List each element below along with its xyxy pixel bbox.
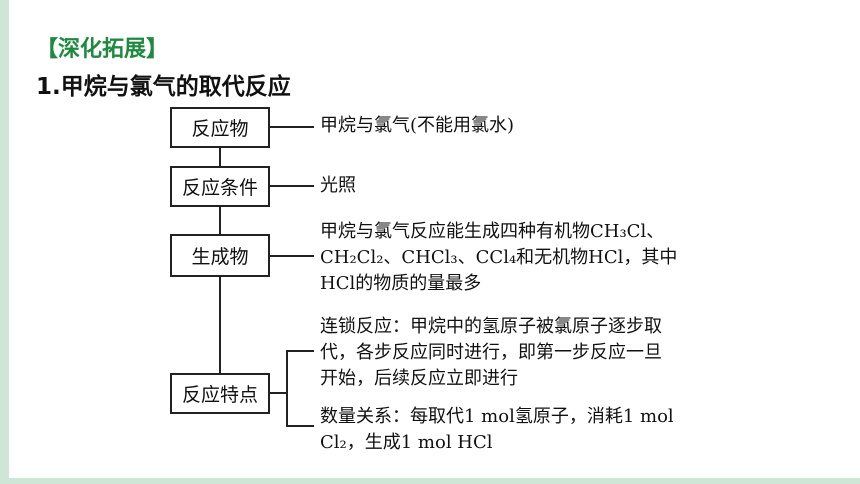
section-tag: 【深化拓展】 [36,37,169,62]
node-products-label: 生成物 [191,246,249,268]
desc-reactants: 甲烷与氯气(不能用氯水) [320,115,515,136]
desc-chain-reaction: 连锁反应：甲烷中的氢原子被氯原子逐步取 代，各步反应同时进行，即第一步反应一旦 … [320,316,662,389]
connector-reactants [270,126,314,128]
bracket-features [286,350,288,427]
node-features: 反应特点 [170,373,270,414]
desc-products: 甲烷与氯气反应能生成四种有机物CH₃Cl、 CH₂Cl₂、CHCl₃、CCl₄和… [320,221,678,294]
bracket-top-arm [286,350,314,352]
left-frame-bar [0,0,9,484]
node-reactants-label: 反应物 [191,118,249,140]
connector-features [270,392,287,394]
topic-title: 1.甲烷与氯气的取代反应 [36,74,291,100]
node-conditions: 反应条件 [170,166,270,207]
desc-conditions: 光照 [320,175,356,196]
bracket-bottom-arm [286,425,314,427]
connector-products [270,255,314,257]
node-products: 生成物 [170,234,270,277]
desc-quantity-relation: 数量关系：每取代1 mol氢原子，消耗1 mol Cl₂，生成1 mol HCl [320,406,674,453]
node-reactants: 反应物 [170,107,270,148]
bottom-frame-bar [0,478,860,484]
node-features-label: 反应特点 [181,384,258,406]
node-conditions-label: 反应条件 [181,177,258,199]
connector-conditions [270,185,314,187]
